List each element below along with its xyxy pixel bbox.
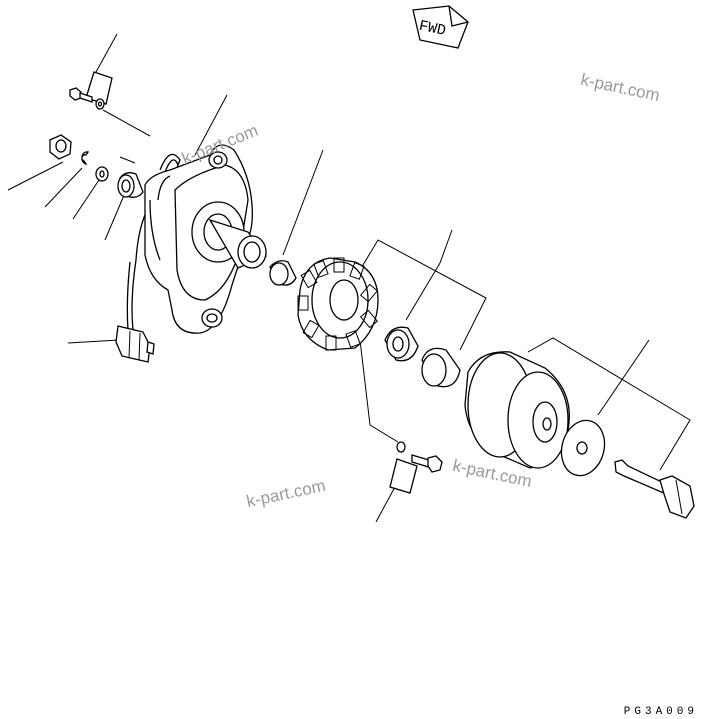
washer-upper-icon [95,98,105,110]
nut-icon [49,134,72,160]
fwd-arrow-icon: FWD [412,5,469,49]
long-bolt-icon [614,459,695,519]
sleeve-icon [421,347,461,388]
spacer-icon [269,260,297,286]
flat-washer-icon [95,166,109,182]
bolt-lower-icon [396,441,443,473]
bolt-upper-icon [69,87,93,103]
bearing-icon [384,326,419,362]
lock-washer-icon [81,151,90,166]
housing-icon [144,144,268,334]
fwd-label: FWD [417,18,447,40]
bolt-tag-lower [389,458,418,494]
rotor-icon [297,257,379,351]
pulley-icon [464,351,570,469]
bushing-icon [117,172,144,198]
bolt-tag-upper [85,71,113,105]
drawing-code: PG3A009 [623,706,698,718]
plate-washer-icon [560,419,606,477]
leader-lines [7,33,691,523]
connector-icon [115,325,155,363]
